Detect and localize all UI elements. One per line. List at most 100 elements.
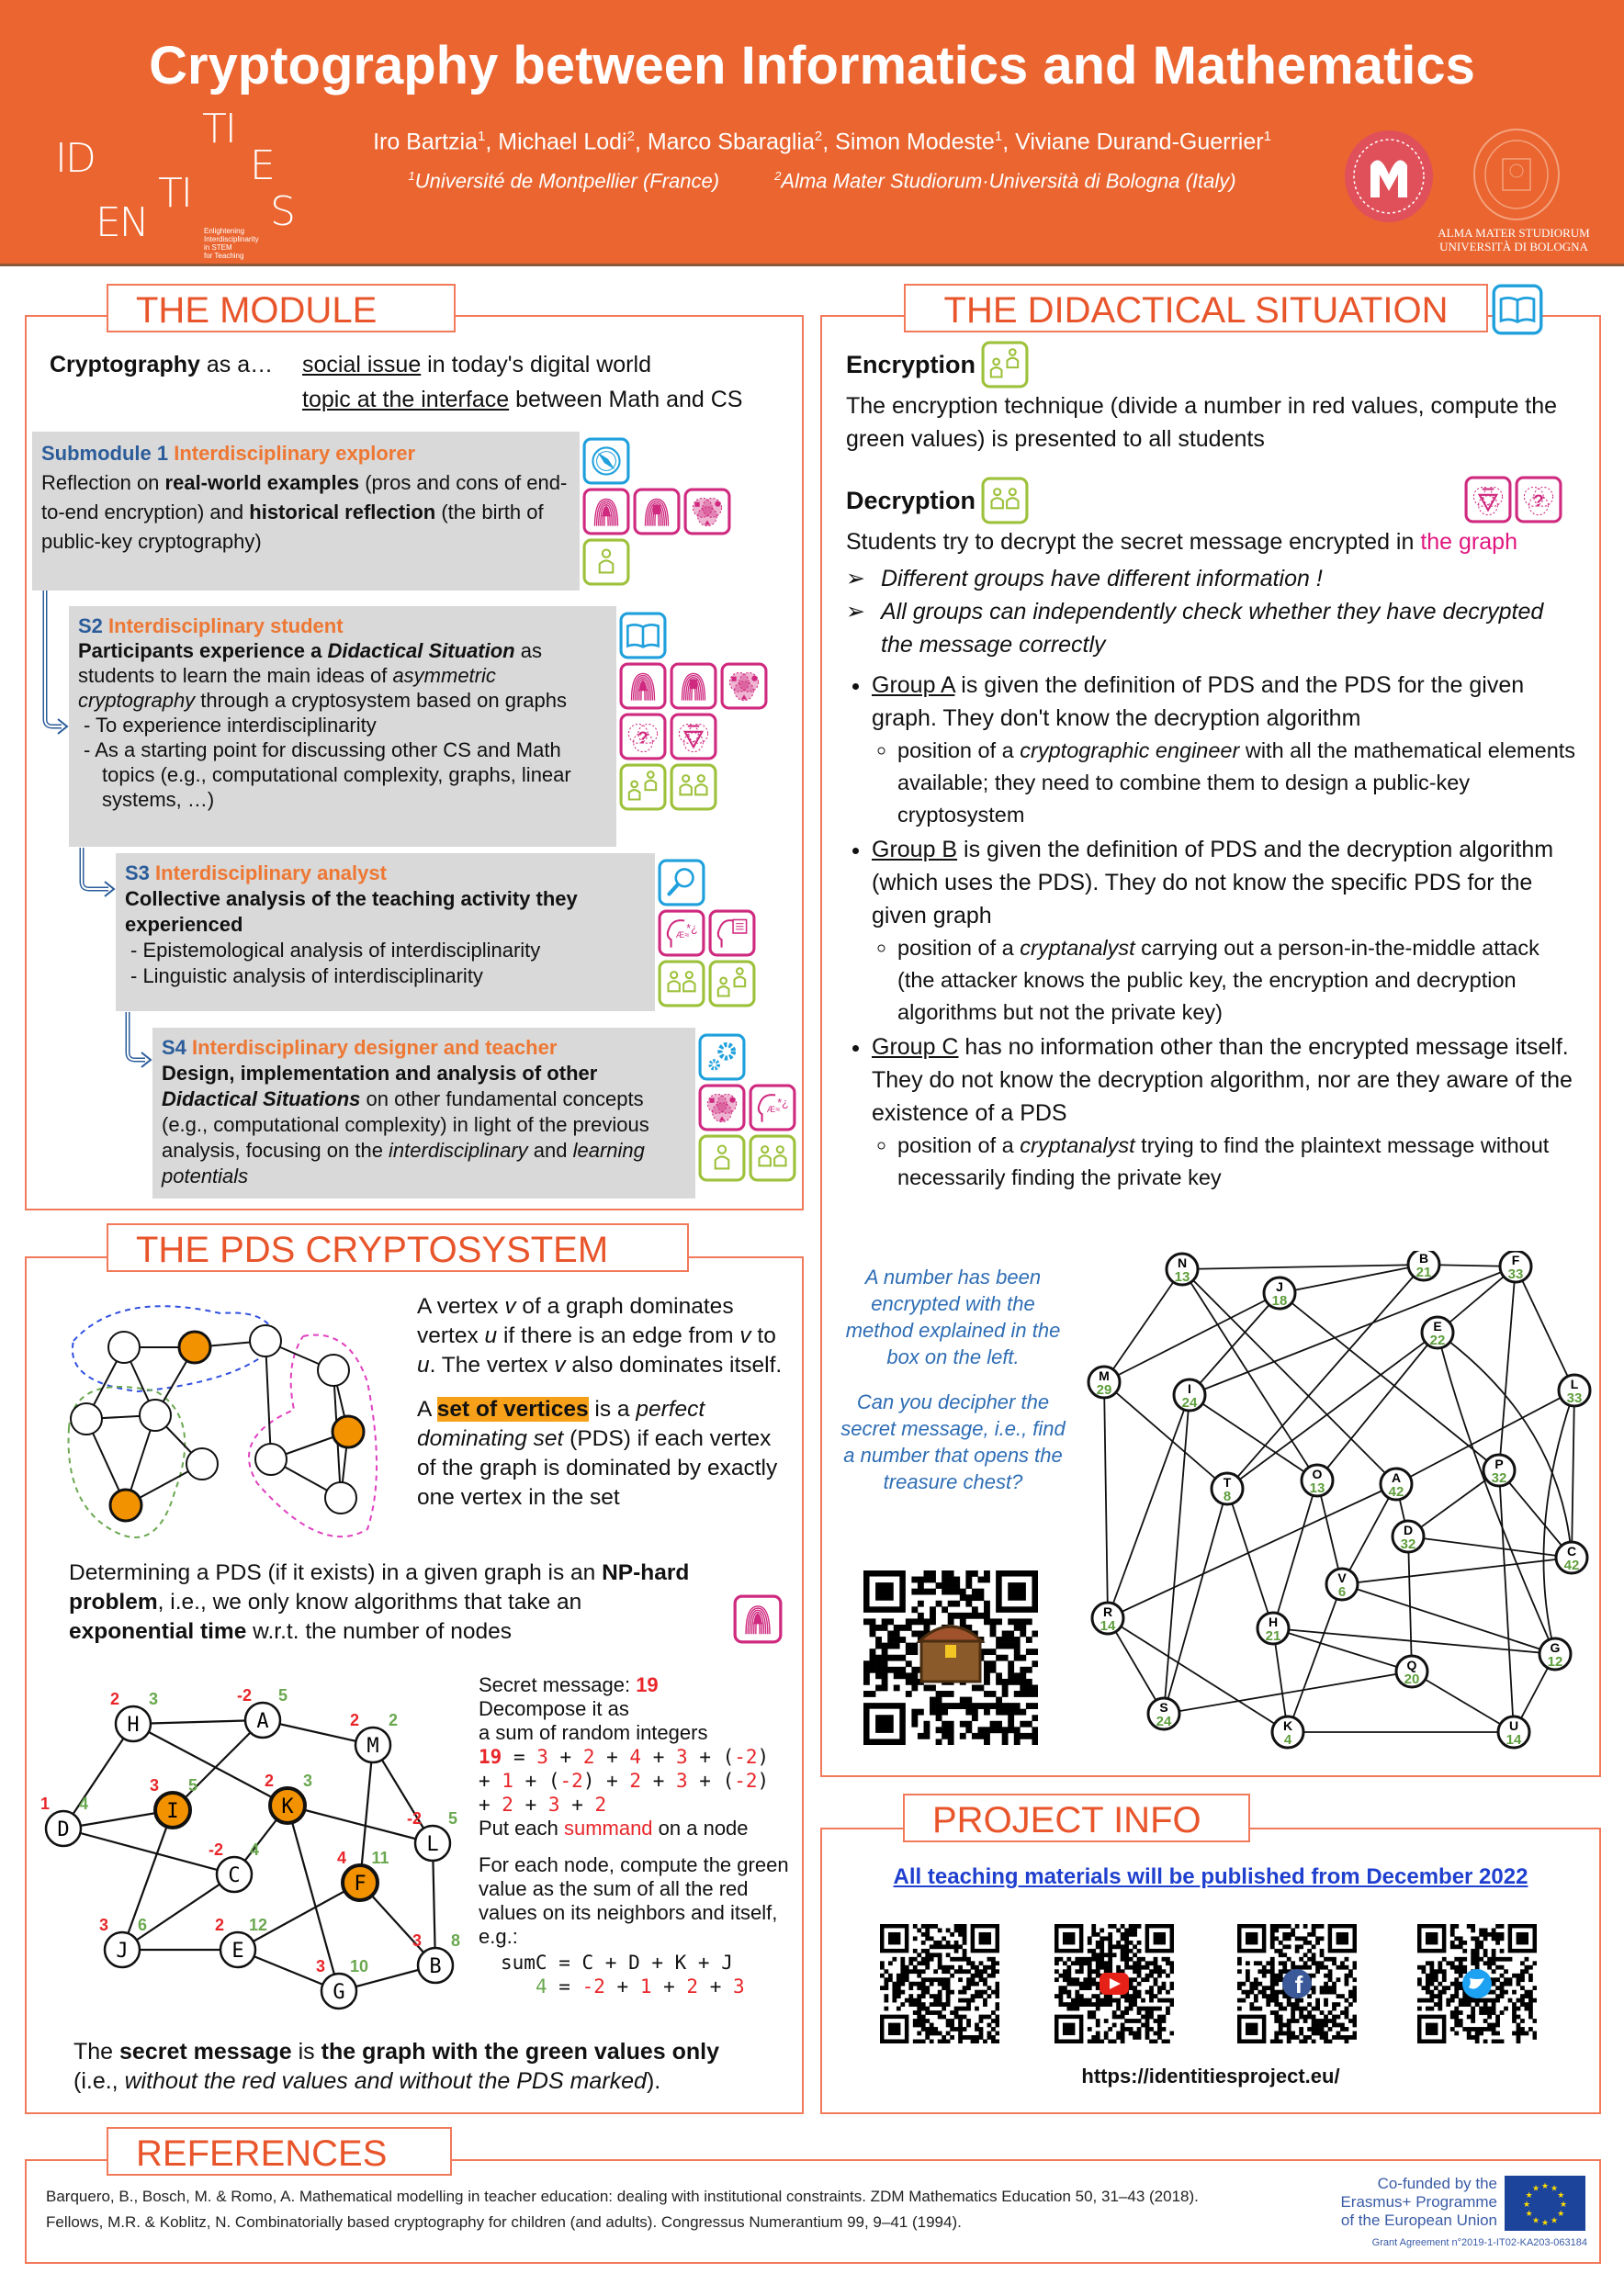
node-label: L <box>1571 1377 1579 1391</box>
people-pair-icon <box>981 477 1029 524</box>
people-staggered-icon <box>708 960 756 1007</box>
submodule-body: Collective analysis of the teaching acti… <box>125 886 646 938</box>
treasure-qr-code[interactable] <box>863 1570 1038 1745</box>
bullet-item: - To experience interdisciplinarity <box>84 714 377 737</box>
materials-link[interactable]: All teaching materials will be published… <box>893 1864 1528 1889</box>
project-qr-code[interactable] <box>1054 1924 1174 2043</box>
green-value: 4 <box>79 1795 88 1813</box>
node-label: E <box>1433 1319 1441 1334</box>
author-name: Marco Sbaraglia <box>647 129 815 155</box>
node-label: K <box>1283 1718 1292 1733</box>
green-value: 3 <box>149 1690 158 1708</box>
fingerprint-a-icon <box>619 662 667 710</box>
project-qr-code[interactable] <box>880 1924 999 2043</box>
project-title: PROJECT INFO <box>903 1794 1250 1842</box>
submodule-heading: S3 Interdisciplinary analyst <box>125 861 646 886</box>
magnifier-icon <box>658 859 705 906</box>
note-item: ➢All groups can independently check whet… <box>846 595 1581 661</box>
text-segment: trying to find the plaintext message wit… <box>897 1133 1550 1189</box>
arrow-bullet-icon: ➢ <box>846 566 865 591</box>
graph-edge <box>431 1842 437 1966</box>
fingerprint-b-icon <box>633 488 681 535</box>
text-segment: perfect <box>636 1397 705 1422</box>
text-segment: Didactical Situation <box>327 639 515 662</box>
project-url[interactable]: https://identitiesproject.eu/ <box>1081 2065 1340 2088</box>
triangle-icon <box>670 713 717 760</box>
bullet-item: - Epistemological analysis of interdisci… <box>130 939 541 962</box>
flag-star: ★ <box>1526 2209 1533 2218</box>
author-affil-mark: 1 <box>478 129 486 144</box>
decryption-icons: ? <box>1464 476 1562 523</box>
intro-item: social issue in today's digital world <box>302 347 742 382</box>
submodule-bullets: - To experience interdisciplinarity- As … <box>78 713 607 812</box>
affiliation: Alma Mater Studiorum·Università di Bolog… <box>781 169 1236 193</box>
text-segment: v <box>739 1323 751 1348</box>
logo-letters: EN <box>96 199 150 246</box>
submodule-heading: S2 Interdisciplinary student <box>78 613 607 638</box>
project-qr-code[interactable] <box>1417 1924 1537 2043</box>
identities-logo: ID EN TI TI E S <box>55 101 303 257</box>
logo-letters: ID <box>55 135 96 182</box>
graph-edge <box>1107 1617 1289 1733</box>
graph-edge <box>1181 1264 1425 1270</box>
text-segment: A <box>417 1397 437 1422</box>
logo-letters: TI <box>202 106 237 152</box>
group-sublist: position of a cryptographic engineer wit… <box>872 735 1581 831</box>
red-value: 2 <box>265 1772 274 1790</box>
authors: Iro Bartzia1, Michael Lodi2, Marco Sbara… <box>373 129 1271 155</box>
graph-edge <box>1272 1627 1556 1655</box>
red-value: 2 <box>350 1711 359 1729</box>
bullet-item: - As a starting point for discussing oth… <box>84 738 571 811</box>
graph-edge <box>62 1827 235 1876</box>
erasmus-text: Co-funded by the Erasmus+ Programme of t… <box>1327 2175 1497 2230</box>
node-value: 32 <box>1492 1470 1507 1486</box>
text-segment: and <box>527 1139 573 1162</box>
node-value: 29 <box>1097 1382 1112 1398</box>
decompose-line: a sum of random integers <box>479 1721 708 1744</box>
graph-node <box>215 1855 254 1894</box>
graph-edge <box>1163 1488 1228 1715</box>
equation-line: 4 = -2 + 1 + 2 + 3 <box>536 1975 745 1998</box>
flag-star: ★ <box>1526 2190 1533 2200</box>
unibo-wordmark: ALMA MATER STUDIORUM UNIVERSITÀ DI BOLOG… <box>1422 226 1606 253</box>
graph-edge <box>1189 1394 1318 1481</box>
didactical-title: THE DIDACTICAL SITUATION <box>904 284 1488 332</box>
node-label: I <box>166 1800 178 1823</box>
red-value: 3 <box>316 1957 325 1975</box>
node-value: 33 <box>1508 1266 1524 1282</box>
author-name: Iro Bartzia <box>373 129 478 155</box>
graph-edge <box>1181 1268 1318 1481</box>
graph-node <box>354 1726 392 1764</box>
book-icon <box>1492 284 1543 335</box>
node-value: 22 <box>1430 1333 1446 1348</box>
icon-row <box>619 612 768 659</box>
graph-node <box>1210 1471 1245 1506</box>
graph-node <box>1538 1637 1573 1671</box>
people-staggered-icon <box>619 763 667 811</box>
graph-edge <box>1411 1671 1515 1733</box>
dominated-region <box>67 1386 186 1538</box>
svg-text:*¿: *¿ <box>686 922 697 935</box>
node-value: 42 <box>1389 1484 1404 1500</box>
intro-lead: Cryptography as a… <box>50 352 273 377</box>
affil-mark: 2 <box>774 169 782 183</box>
teaser-text: A number has been encrypted with the met… <box>836 1264 1070 1495</box>
text-segment: with all the mathematical elements avail… <box>897 738 1576 827</box>
text-segment: (i.e., <box>73 2068 125 2094</box>
green-value: 12 <box>249 1916 267 1934</box>
red-value: 2 <box>215 1916 224 1934</box>
project-qr-code[interactable]: f <box>1237 1924 1357 2043</box>
secret-value: 19 <box>636 1673 659 1696</box>
group-position: position of a cryptanalyst carrying out … <box>897 932 1581 1029</box>
red-value: 1 <box>40 1795 50 1813</box>
icon-row <box>582 437 731 485</box>
logo-letters: S <box>270 188 296 235</box>
graph-node <box>1498 1251 1533 1284</box>
graph-node <box>186 1447 219 1480</box>
text-segment: Reflection on <box>41 471 165 494</box>
node-label: N <box>1178 1255 1187 1270</box>
graph-node <box>1557 1373 1592 1408</box>
dominated-region <box>248 1334 378 1538</box>
graph-edge <box>1571 1390 1575 1559</box>
submodule-body: Design, implementation and analysis of o… <box>162 1061 686 1189</box>
